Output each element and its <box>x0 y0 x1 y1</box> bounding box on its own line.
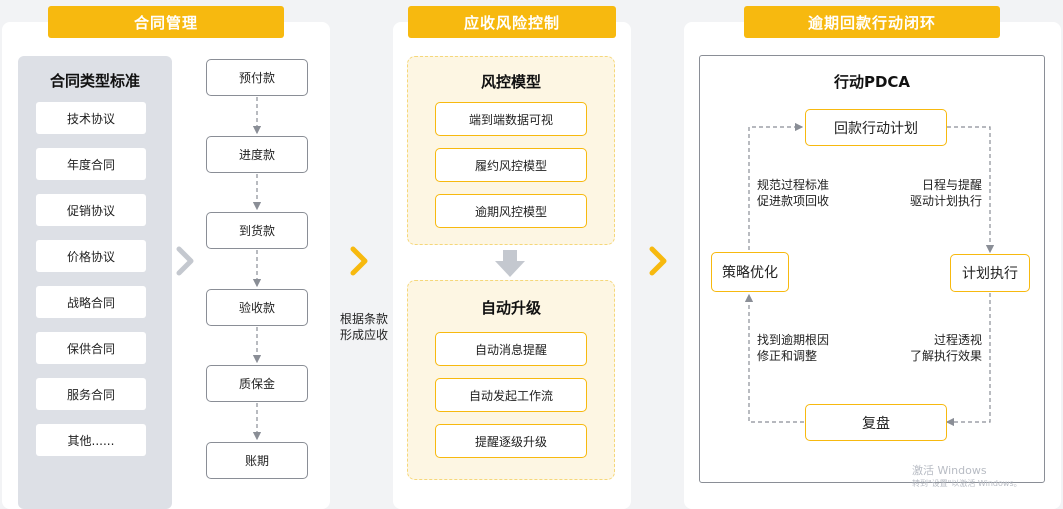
payment-item-delivery: 到货款 <box>206 212 308 249</box>
pdca-note-line: 修正和调整 <box>757 349 818 363</box>
transition-label-line: 根据条款 <box>339 312 388 326</box>
risk-model-item-data-visibility: 端到端数据可视 <box>435 102 587 136</box>
pdca-note-top-right: 日程与提醒 驱动计划执行 <box>910 177 982 209</box>
standard-item-service-contract: 服务合同 <box>36 378 146 410</box>
upgrade-item-escalation: 提醒逐级升级 <box>435 424 587 458</box>
pdca-do-box: 计划执行 <box>950 254 1030 292</box>
standard-item-annual-contract: 年度合同 <box>36 148 146 180</box>
chevron-right-icon <box>649 246 667 276</box>
transition-label: 根据条款 形成应收 <box>336 311 392 343</box>
payment-item-acceptance: 验收款 <box>206 289 308 326</box>
payment-item-progress: 进度款 <box>206 136 308 173</box>
pdca-check-box: 复盘 <box>805 404 947 441</box>
pdca-panel-title: 逾期回款行动闭环 <box>744 6 1000 38</box>
contract-panel-title: 合同管理 <box>48 6 284 38</box>
activation-watermark-title: 激活 Windows <box>912 464 987 477</box>
standard-item-other: 其他...... <box>36 424 146 456</box>
pdca-plan-box: 回款行动计划 <box>805 109 947 146</box>
payment-item-terms: 账期 <box>206 442 308 479</box>
transition-label-line: 形成应收 <box>339 328 388 342</box>
standard-item-supply-contract: 保供合同 <box>36 332 146 364</box>
pdca-note-line: 找到逾期根因 <box>757 333 830 347</box>
activation-watermark: 激活 Windows 转到"设置"以激活 Windows。 <box>912 462 1062 489</box>
chevron-right-icon <box>176 246 194 276</box>
pdca-note-bottom-left: 找到逾期根因 修正和调整 <box>757 332 829 364</box>
risk-model-item-overdue-model: 逾期风控模型 <box>435 194 587 228</box>
risk-model-item-performance-model: 履约风控模型 <box>435 148 587 182</box>
standard-item-promotion-agreement: 促销协议 <box>36 194 146 226</box>
pdca-note-bottom-right: 过程透视 了解执行效果 <box>902 332 982 364</box>
auto-upgrade-heading: 自动升级 <box>480 299 541 317</box>
arrow-down-icon <box>495 250 525 277</box>
pdca-note-line: 驱动计划执行 <box>910 194 983 208</box>
pdca-note-top-left: 规范过程标准 促进款项回收 <box>757 177 829 209</box>
pdca-frame <box>699 55 1045 483</box>
chevron-right-icon <box>350 246 368 276</box>
pdca-note-line: 过程透视 <box>933 333 982 347</box>
standard-item-strategic-contract: 战略合同 <box>36 286 146 318</box>
pdca-act-box: 策略优化 <box>711 252 789 292</box>
risk-model-heading: 风控模型 <box>480 73 541 91</box>
activation-watermark-subtitle: 转到"设置"以激活 Windows。 <box>912 479 1022 488</box>
pdca-note-line: 了解执行效果 <box>909 349 982 363</box>
upgrade-item-message-reminder: 自动消息提醒 <box>435 332 587 366</box>
contract-standards-heading: 合同类型标准 <box>49 72 140 90</box>
pdca-heading: 行动PDCA <box>833 73 911 91</box>
upgrade-item-start-workflow: 自动发起工作流 <box>435 378 587 412</box>
standard-item-price-agreement: 价格协议 <box>36 240 146 272</box>
payment-item-prepayment: 预付款 <box>206 59 308 96</box>
standard-item-tech-agreement: 技术协议 <box>36 102 146 134</box>
pdca-note-line: 日程与提醒 <box>921 178 982 192</box>
pdca-note-line: 规范过程标准 <box>757 178 830 192</box>
risk-panel-title: 应收风险控制 <box>408 6 616 38</box>
payment-item-warranty: 质保金 <box>206 365 308 402</box>
pdca-note-line: 促进款项回收 <box>757 194 830 208</box>
